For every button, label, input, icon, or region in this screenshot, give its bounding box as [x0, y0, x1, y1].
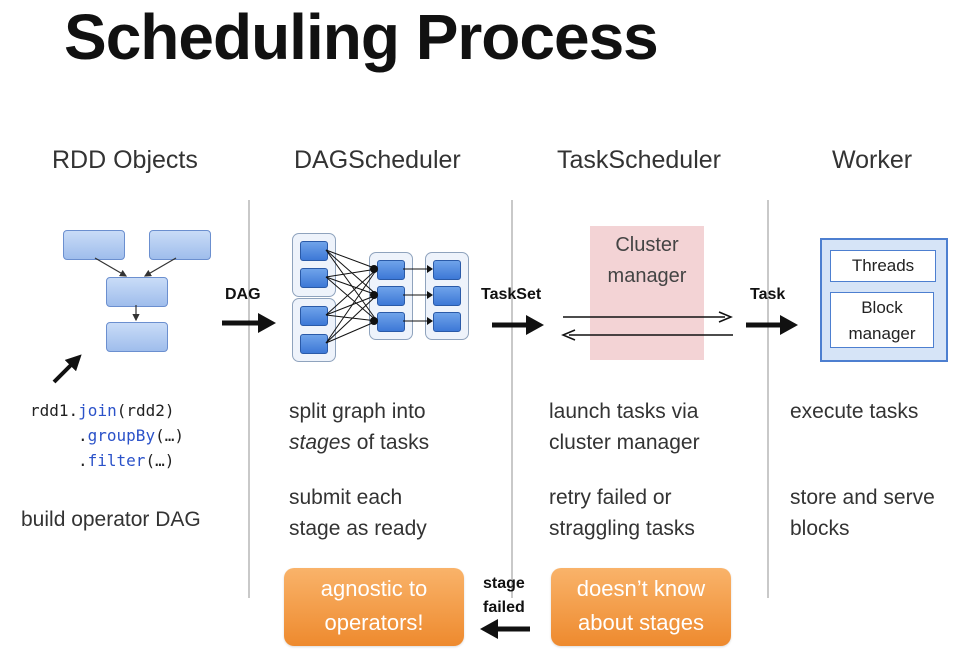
taskset-arrow-label: TaskSet	[481, 286, 542, 303]
rdd-caption: build operator DAG	[21, 508, 201, 531]
task-node	[433, 312, 461, 332]
rdd-dag-edges	[52, 257, 177, 384]
stage-failed-label: stage failed	[483, 575, 525, 616]
heading-taskscheduler: TaskScheduler	[557, 146, 721, 174]
rdd-box-2	[149, 230, 211, 260]
rdd-box-4	[106, 322, 168, 352]
code-line-2: .groupBy(…)	[78, 426, 184, 445]
task-desc-1: launch tasks via cluster manager	[549, 400, 700, 454]
task-desc-2: retry failed or straggling tasks	[549, 486, 695, 540]
dag-desc-1: split graph into stages of tasks	[289, 400, 430, 454]
heading-worker: Worker	[832, 146, 913, 174]
agnostic-badge: agnostic to operators!	[284, 568, 464, 646]
code-line-3: .filter(…)	[78, 451, 175, 470]
code-line-1: rdd1.join(rdd2)	[30, 401, 175, 420]
taskset-arrow-icon	[492, 315, 544, 335]
divider-1	[248, 200, 250, 598]
task-node	[300, 334, 328, 354]
rdd-box-3	[106, 277, 168, 307]
dag-arrow-icon	[222, 313, 276, 333]
threads-box: Threads	[830, 250, 936, 282]
doesnt-know-badge: doesn’t know about stages	[551, 568, 731, 646]
heading-rdd-objects: RDD Objects	[52, 146, 198, 174]
task-arrow-icon	[746, 315, 798, 335]
worker-desc-2: store and serve blocks	[790, 486, 935, 540]
worker-desc-1: execute tasks	[790, 400, 919, 423]
page-title: Scheduling Process	[64, 1, 659, 73]
task-arrow-label: Task	[750, 286, 786, 303]
dag-arrow-label: DAG	[225, 286, 261, 303]
task-node	[433, 260, 461, 280]
divider-2	[511, 200, 513, 598]
stage-dependency-edges	[325, 249, 433, 344]
rdd-box-1	[63, 230, 125, 260]
block-manager-box: Block manager	[830, 292, 934, 348]
stage-failed-arrow-icon	[480, 619, 530, 639]
heading-dagscheduler: DAGScheduler	[294, 146, 461, 174]
divider-3	[767, 200, 769, 598]
task-node	[300, 306, 328, 326]
cluster-exchange-arrows	[561, 311, 733, 341]
cluster-manager-box: Cluster manager	[590, 226, 704, 360]
task-node	[433, 286, 461, 306]
dag-desc-2: submit each stage as ready	[289, 486, 427, 540]
